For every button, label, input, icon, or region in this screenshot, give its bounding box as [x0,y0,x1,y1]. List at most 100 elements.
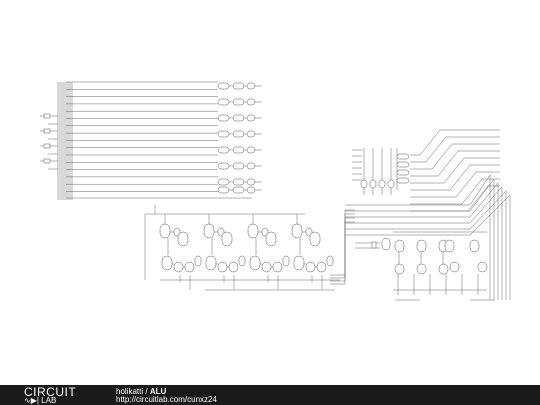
wire [410,136,500,163]
logic-gate [173,261,184,273]
logic-gate [316,261,327,273]
logic-gate [217,82,230,90]
circuit-url[interactable]: http://circuitlab.com/cunxz24 [116,395,217,404]
logic-gate [396,161,410,168]
logic-gate [282,255,290,267]
logic-gate [416,239,427,253]
logic-gate [265,231,277,247]
wire [410,150,500,177]
wire [330,209,355,276]
logic-gate [326,255,334,267]
logic-gate [369,179,377,189]
wire [345,190,507,300]
logic-gate [394,263,405,275]
circuit-schematic[interactable] [0,0,540,385]
logic-gate [394,239,405,253]
wire [345,186,503,300]
logic-gate [232,98,245,106]
logo-wordmark-bottom: ∿▶| LAB [24,396,56,405]
wire [345,174,491,300]
logic-gate [309,231,321,247]
logic-gate [246,98,256,106]
logo-diode-icon: ∿▶| [24,396,39,405]
logic-gate [381,237,391,251]
logic-gate [173,227,181,237]
component-layer [43,82,488,275]
wire [410,143,500,170]
logic-gate [438,263,449,275]
logic-gate [228,261,239,273]
logic-gate [217,162,230,170]
component-block [43,128,51,134]
logic-gate [232,114,245,122]
logic-gate [217,130,230,138]
logic-gate [247,223,259,239]
logo-wordmark-top: CIRCUIT [24,385,77,399]
logic-gate [217,98,230,106]
logic-gate [378,179,386,189]
logic-gate [246,146,256,154]
logic-gate [203,223,215,239]
logic-gate [416,263,427,275]
wire [345,182,499,300]
wire [330,213,355,279]
circuitlab-logo[interactable]: CIRCUIT ∿▶| LAB [24,385,104,405]
wire [345,194,511,300]
logic-gate [232,186,245,194]
logic-gate [396,177,410,184]
wire-layer [40,81,511,301]
wire [345,178,495,300]
logic-gate [217,146,230,154]
logic-gate [161,255,173,271]
logic-gate [217,114,230,122]
footer-bar: CIRCUIT ∿▶| LAB holikatti / ALU http://c… [0,385,540,405]
wire [410,157,500,184]
wire [410,178,500,205]
logic-gate [305,261,316,273]
logic-gate [477,261,488,273]
logic-gate [232,130,245,138]
logic-gate [217,186,230,194]
logic-gate [469,239,480,253]
logic-gate [305,227,313,237]
logic-gate [232,146,245,154]
wire [410,129,500,156]
component-block [43,113,51,119]
logic-gate [293,255,305,271]
logic-gate [396,153,410,160]
logic-gate [360,179,368,189]
logic-gate [177,231,189,247]
logic-gate [246,178,256,186]
component-block [43,143,51,149]
logic-gate [194,255,202,267]
logic-gate [246,130,256,138]
logic-gate [184,261,195,273]
logic-gate [449,261,460,273]
circuit-owner-title: holikatti / ALU [116,387,166,396]
logic-gate [246,82,256,90]
owner-separator: / [145,387,148,396]
logic-gate [246,114,256,122]
logic-gate [205,255,217,271]
logic-gate [291,223,303,239]
component-block [371,241,377,249]
owner-name[interactable]: holikatti [116,387,144,396]
logic-gate [217,227,225,237]
logic-gate [246,186,256,194]
logic-gate [246,162,256,170]
logic-gate [387,179,395,189]
wire [410,164,500,191]
logic-gate [217,178,230,186]
logic-gate [249,255,261,271]
logic-gate [232,162,245,170]
logic-gate [217,261,228,273]
logic-gate [238,255,246,267]
wire [330,221,355,285]
logic-gate [261,261,272,273]
logic-gate [159,223,171,239]
wire [410,171,500,198]
logic-gate [261,227,269,237]
logic-gate [232,82,245,90]
component-block [43,158,51,164]
wire [330,217,355,282]
